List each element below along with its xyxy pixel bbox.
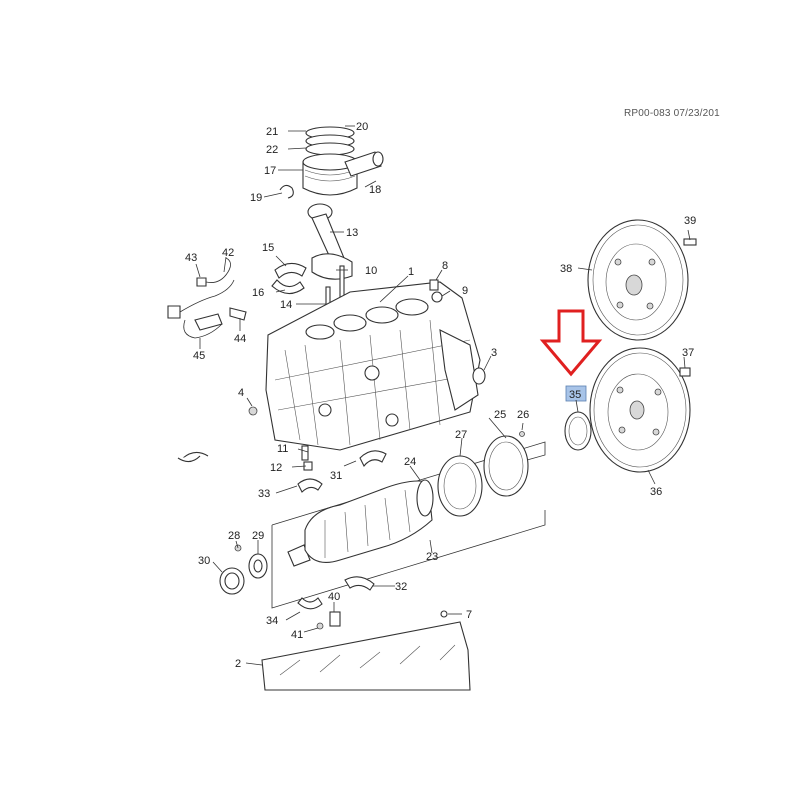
rear-main-seal [564,411,592,451]
callout-29: 29 [252,530,264,542]
leader-lines [195,125,691,666]
callout-8: 8 [442,260,448,272]
piston-pin [344,151,384,177]
callout-34: 34 [266,615,278,627]
block-plugs [248,279,486,416]
engine-block [265,281,481,451]
callout-20: 20 [356,121,368,133]
callout-17: 17 [264,165,276,177]
callout-22: 22 [266,144,278,156]
callout-11: 11 [277,443,288,455]
flexplate-bolt [679,367,691,377]
callout-12: 12 [270,462,282,474]
callout-18: 18 [369,184,381,196]
callout-15: 15 [262,242,274,254]
callout-31: 31 [330,470,342,482]
callout-42: 42 [222,247,234,259]
crankshaft [287,479,434,567]
piston-rings [305,126,355,156]
callout-1: 1 [408,266,414,278]
callout-4: 4 [238,387,244,399]
pin-retainer [279,184,294,199]
callout-13: 13 [346,227,358,239]
crank-position-reluctor [437,455,483,517]
callout-labels: 21 20 22 17 18 19 13 15 10 16 14 1 8 9 3… [185,121,696,670]
callout-45: 45 [193,350,205,362]
callout-3: 3 [491,347,497,359]
callout-16: 16 [252,287,264,299]
oil-pressure-sensor [316,610,448,630]
callout-30: 30 [198,555,210,567]
main-bearings-lower [297,576,375,610]
front-crank-seal [219,567,245,595]
callout-44: 44 [234,333,246,345]
callout-35: 35 [569,389,581,401]
callout-41: 41 [291,629,303,641]
callout-28: 28 [228,530,240,542]
callout-10: 10 [365,265,377,277]
callout-19: 19 [250,192,262,204]
rear-crank-seal-housing [483,431,529,497]
callout-2: 2 [235,658,241,670]
callout-9: 9 [462,285,468,297]
callout-33: 33 [258,488,270,500]
callout-39: 39 [684,215,696,227]
sensor-harness [167,279,247,339]
main-bearings-upper [177,450,387,493]
callout-43: 43 [185,252,197,264]
red-pointer-arrow [539,309,603,377]
callout-38: 38 [560,263,572,275]
rod-bearings [271,262,307,295]
callout-14: 14 [280,299,292,311]
callout-26: 26 [517,409,529,421]
lower-crankcase [261,621,471,691]
callout-25: 25 [494,409,506,421]
callout-40: 40 [328,591,340,603]
callout-32: 32 [395,581,407,593]
connecting-rod [307,203,353,280]
callout-24: 24 [404,456,416,468]
crank-sprocket [234,544,268,579]
callout-36: 36 [650,486,662,498]
reference-code: RP00-083 07/23/201 [624,108,720,119]
flexplate [589,347,691,473]
callout-7: 7 [466,609,472,621]
callout-37: 37 [682,347,694,359]
callout-27: 27 [455,429,467,441]
dual-mass-flywheel [587,219,689,341]
callout-23: 23 [426,551,438,563]
knock-sensor [196,257,231,287]
callout-21: 21 [266,126,278,138]
